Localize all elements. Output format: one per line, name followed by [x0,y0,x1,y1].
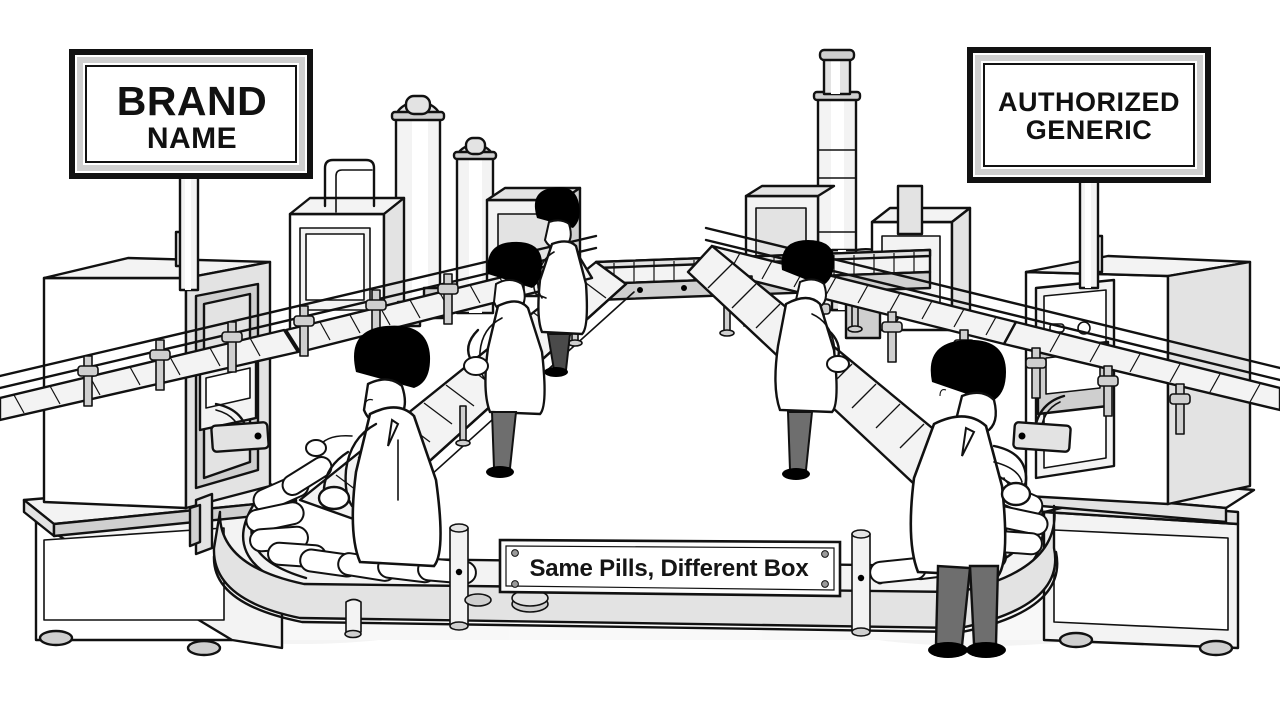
worker-left-front [305,325,442,568]
brand-sign-post [178,168,200,292]
worker-right-back [774,240,850,480]
worker-right-front [909,339,1032,658]
banner-board [498,538,842,598]
brand-name-sign-board [69,49,313,179]
worker-left-back [532,187,589,377]
right-packaging-machine [1012,234,1256,657]
front-guard-posts [344,523,871,639]
worker-left-mid [463,241,546,478]
authorized-generic-sign-board [967,47,1211,183]
generic-sign-post [1078,174,1100,290]
